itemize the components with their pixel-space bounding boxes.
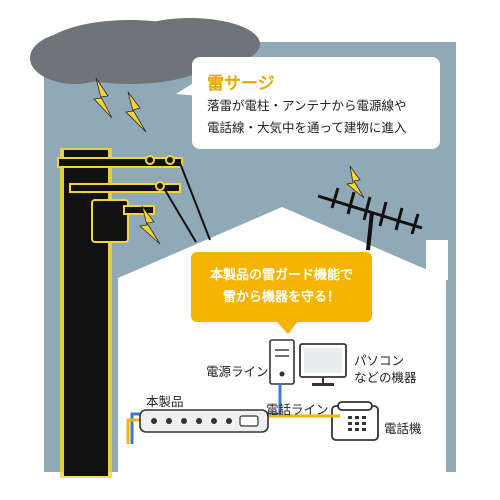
overhead-wires xyxy=(164,162,211,243)
pc-label-line1: パソコン xyxy=(354,353,405,368)
pc-tower-icon xyxy=(269,339,295,385)
power-line-label: 電源ライン xyxy=(206,364,269,379)
callout-title: 雷サージ xyxy=(207,74,275,94)
lightning-bolt-icon xyxy=(93,77,147,133)
lightning-surge-callout: 雷サージ 落雷が電柱・アンテナから電源線や 電話線・大気中を通って建物に進入 xyxy=(192,57,440,149)
power-strip-product xyxy=(139,409,269,433)
telephone-label: 電話機 xyxy=(384,421,422,436)
utility-pole xyxy=(57,148,183,478)
telephone-icon xyxy=(331,401,379,441)
tv-antenna xyxy=(317,187,423,251)
guard-line: 雷から機器を守る！ xyxy=(222,290,340,305)
lightning-bolt-icon xyxy=(139,205,161,245)
guard-box-pointer xyxy=(276,321,298,334)
guard-line: 本製品の雷ガード機能で xyxy=(209,268,353,283)
callout-line: 電話線・大気中を通って建物に進入 xyxy=(207,120,407,135)
lightning-bolt-icon xyxy=(346,165,365,199)
guard-message-box: 本製品の雷ガード機能で 雷から機器を守る！ xyxy=(191,252,372,322)
callout-body: 落雷が電柱・アンテナから電源線や 電話線・大気中を通って建物に進入 xyxy=(207,95,407,139)
callout-line: 落雷が電柱・アンテナから電源線や xyxy=(207,98,407,113)
phone-line-label: 電話ライン xyxy=(266,402,329,417)
monitor-icon xyxy=(299,343,347,386)
house-chimney-strip xyxy=(426,240,448,280)
product-label: 本製品 xyxy=(146,394,184,409)
pc-label-line2: などの機器 xyxy=(354,370,417,385)
